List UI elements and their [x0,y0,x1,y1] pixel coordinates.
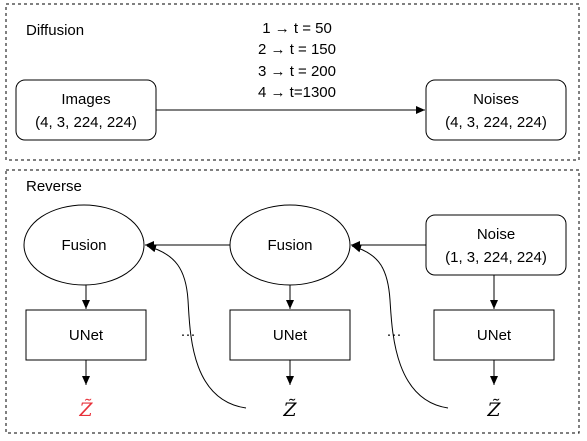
output-z-right: Z̃ [486,399,501,421]
schedule-line-4: 4 → t=1300 [258,84,336,101]
noise-box-title: Noise [477,226,515,243]
noise-box [425,214,567,276]
noises-box-title: Noises [473,91,519,108]
unet-box-right-label: UNet [477,327,512,344]
output-z-middle: Z̃ [282,399,297,421]
fusion-node-left [23,204,145,286]
diffusion-section [5,3,580,161]
fusion-node-left-label: Fusion [61,237,106,254]
schedule-line-1: 1 → t = 50 [262,20,332,37]
unet-box-middle-label: UNet [273,327,308,344]
images-box-shape: (4, 3, 224, 224) [35,114,137,131]
unet-box-left [25,309,147,361]
feedback-curve-middle [146,244,247,409]
fusion-node-middle-label: Fusion [267,237,312,254]
ellipsis-right: ··· [387,326,402,343]
noise-box-shape: (1, 3, 224, 224) [445,249,547,266]
reverse-section-label: Reverse [26,178,82,195]
unet-box-right [433,309,555,361]
noises-box-shape: (4, 3, 224, 224) [445,114,547,131]
diffusion-section-label: Diffusion [26,22,84,39]
images-box-title: Images [61,91,110,108]
images-box [15,79,157,141]
unet-box-left-label: UNet [69,327,104,344]
unet-box-middle [229,309,351,361]
reverse-section [5,169,580,434]
feedback-curve-right [351,244,449,409]
noises-box [425,79,567,141]
schedule-line-3: 3 → t = 200 [258,63,336,80]
ellipsis-left: ··· [181,326,196,343]
output-z-left: Z̃ [78,399,93,421]
schedule-line-2: 2 → t = 150 [258,41,336,58]
